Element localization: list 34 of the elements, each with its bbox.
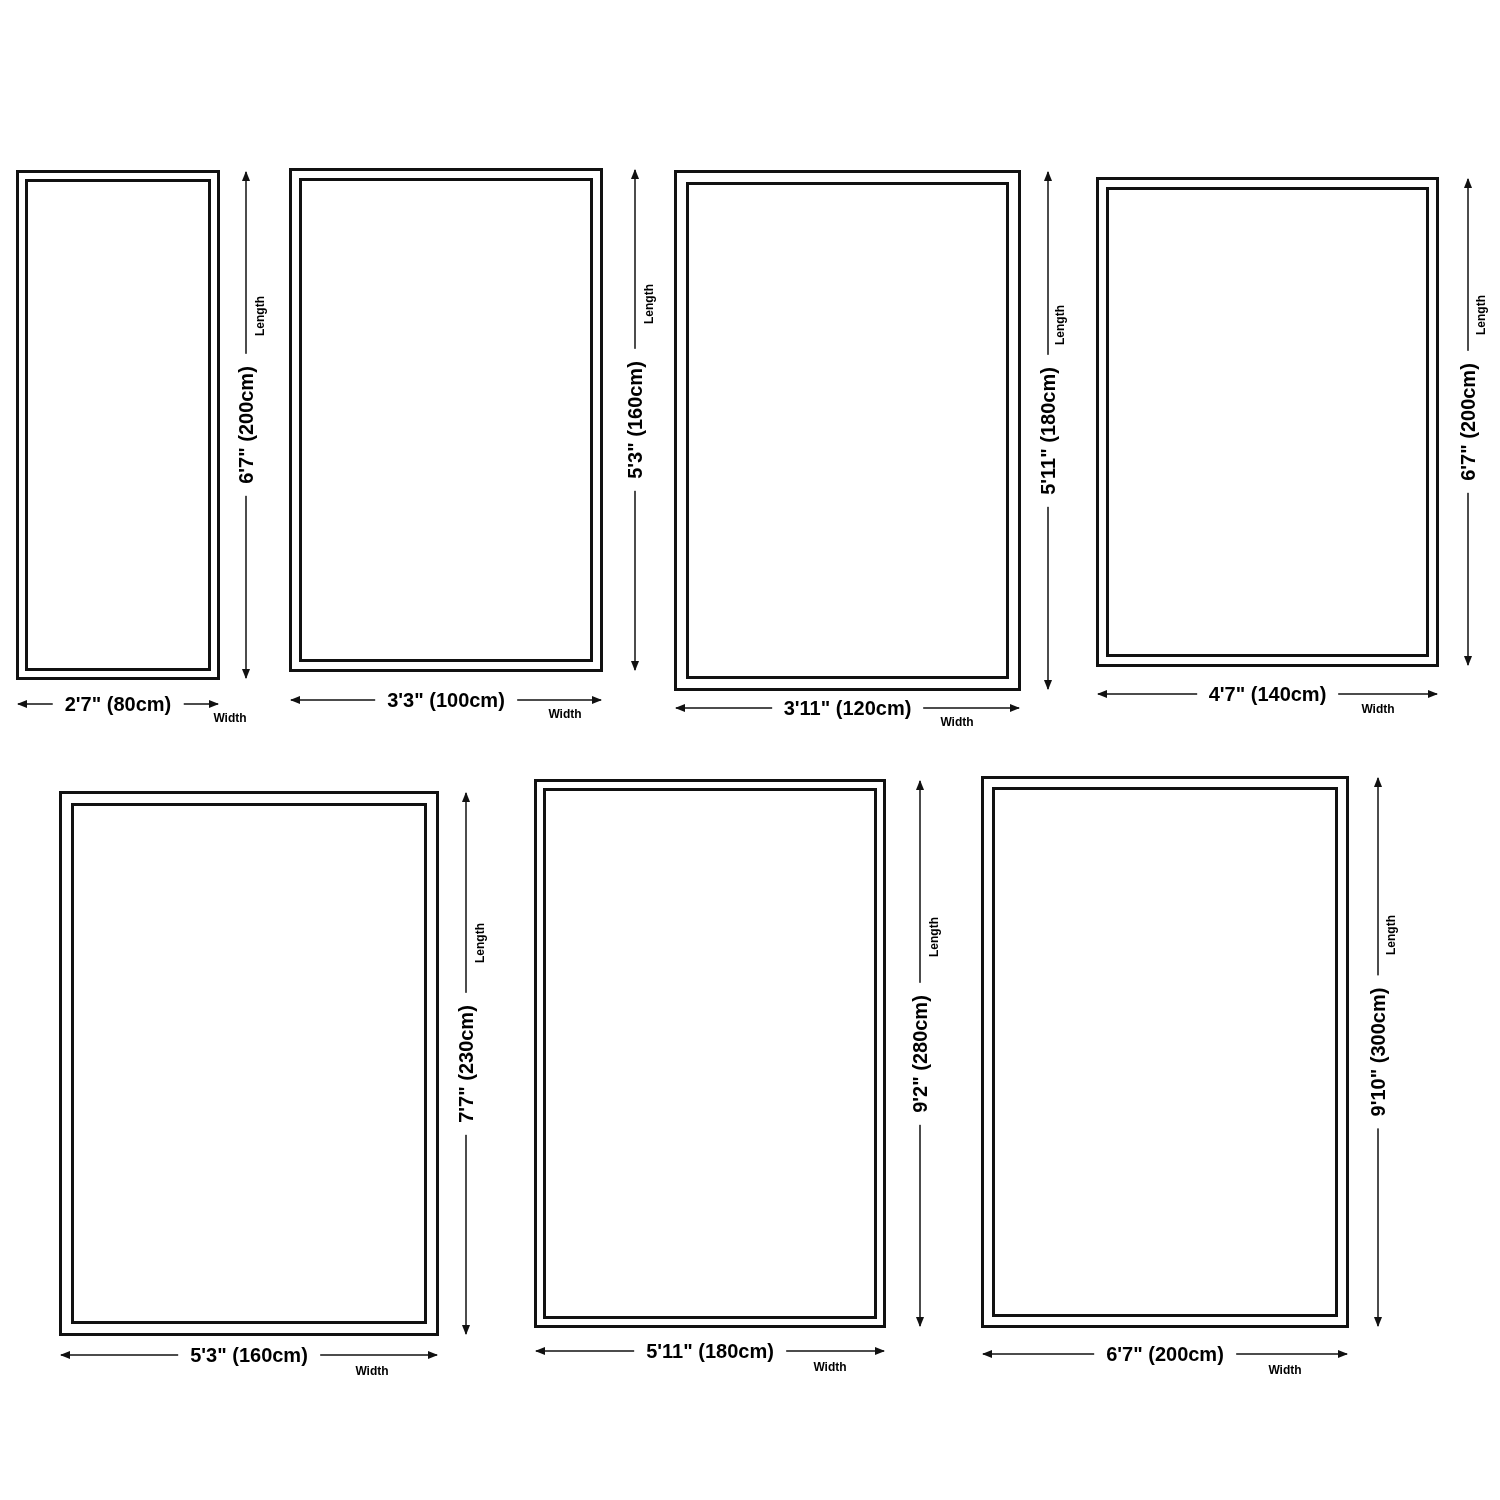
dimension-text: 6'7" (200cm) bbox=[1094, 1344, 1236, 1364]
dimension-caption: Length bbox=[1475, 295, 1487, 335]
rug-outline bbox=[16, 170, 220, 680]
rug-outline bbox=[534, 779, 886, 1328]
dimension-caption: Width bbox=[813, 1361, 847, 1373]
rug-outline bbox=[674, 170, 1021, 691]
dimension-text: 5'11" (180cm) bbox=[634, 1341, 786, 1361]
dimension-text: 9'10" (300cm) bbox=[1368, 975, 1388, 1129]
dimension-text: 9'2" (280cm) bbox=[910, 982, 930, 1125]
dimension-caption: Width bbox=[548, 708, 582, 720]
dimension-caption: Width bbox=[1268, 1364, 1302, 1376]
dimension-text: 3'3" (100cm) bbox=[375, 690, 517, 710]
dimension-caption: Width bbox=[940, 716, 974, 728]
dimension-caption: Width bbox=[213, 712, 247, 724]
rug-outline bbox=[59, 791, 439, 1336]
dimension-caption: Length bbox=[1054, 305, 1066, 345]
dimension-text: 2'7" (80cm) bbox=[52, 694, 184, 714]
dimension-caption: Length bbox=[254, 296, 266, 336]
dimension-caption: Width bbox=[355, 1365, 389, 1377]
dimension-text: 7'7" (230cm) bbox=[456, 992, 476, 1135]
dimension-caption: Length bbox=[474, 923, 486, 963]
dimension-text: 3'11" (120cm) bbox=[771, 698, 924, 718]
dimension-text: 4'7" (140cm) bbox=[1196, 684, 1339, 704]
dimension-text: 5'3" (160cm) bbox=[178, 1345, 320, 1365]
dimension-caption: Width bbox=[1361, 703, 1395, 715]
rug-outline bbox=[1096, 177, 1439, 667]
dimension-text: 5'11" (180cm) bbox=[1038, 354, 1058, 507]
dimension-text: 5'3" (160cm) bbox=[625, 349, 645, 491]
dimension-caption: Length bbox=[1385, 915, 1397, 955]
dimension-text: 6'7" (200cm) bbox=[236, 354, 256, 496]
rug-outline bbox=[289, 168, 603, 672]
rug-outline bbox=[981, 776, 1349, 1328]
dimension-text: 6'7" (200cm) bbox=[1458, 351, 1478, 493]
dimension-caption: Length bbox=[928, 917, 940, 957]
